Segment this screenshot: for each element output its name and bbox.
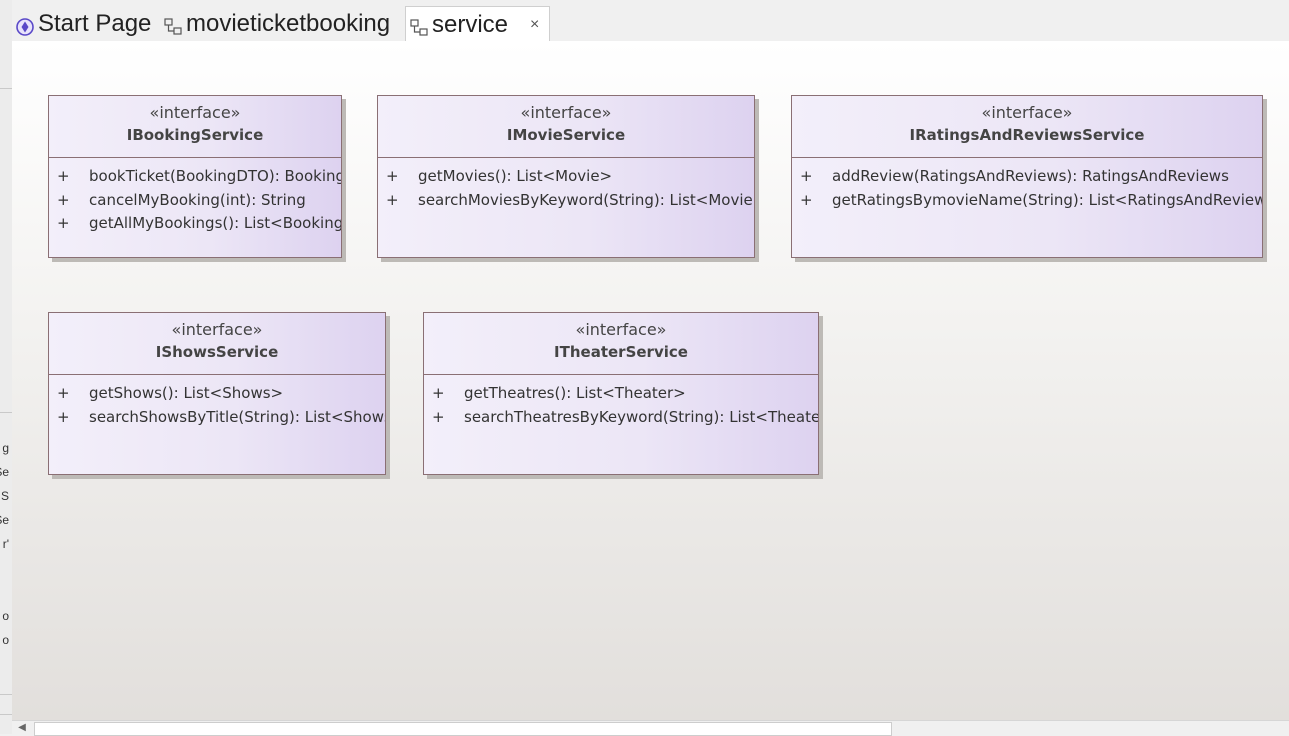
operation-row: + bookTicket(BookingDTO): Booking xyxy=(49,165,341,189)
operation-signature: bookTicket(BookingDTO): Booking xyxy=(89,167,341,185)
left-panel-text: o xyxy=(2,633,9,647)
operations-compartment: + getShows(): List<Shows> + searchShowsByT… xyxy=(49,375,385,429)
interface-ishowsservice[interactable]: «interface» IShowsService + getShows(): L… xyxy=(48,312,386,475)
operation-row: + searchTheatresByKeyword(String): List<T… xyxy=(424,406,818,430)
operation-signature: cancelMyBooking(int): String xyxy=(89,190,306,209)
operation-signature: searchShowsByTitle(String): List<Shows> xyxy=(89,407,385,426)
operations-compartment: + getMovies(): List<Movie> + searchMoviesB… xyxy=(378,158,754,212)
operation-row: + getRatingsBymovieName(String): List<Rat… xyxy=(792,189,1262,213)
tab-service[interactable]: service × xyxy=(405,6,551,42)
stereotype-label: «interface» xyxy=(520,103,612,122)
visibility-marker: + xyxy=(57,384,70,402)
interface-iratingsandreviewsservice[interactable]: «interface» IRatingsAndReviewsService + a… xyxy=(791,95,1263,258)
stereotype-label: «interface» xyxy=(149,103,241,122)
stereotype-label: «interface» xyxy=(575,320,667,339)
operation-signature: getAllMyBookings(): List<Booking> xyxy=(89,214,341,232)
operation-signature: searchMoviesByKeyword(String): List<Movi… xyxy=(418,190,754,209)
diagram-canvas[interactable]: «interface» IBookingService + bookTicket(… xyxy=(12,41,1289,720)
class-header: «interface» IMovieService xyxy=(378,96,754,158)
operation-signature: getRatingsBymovieName(String): List<Rati… xyxy=(832,190,1262,209)
left-panel-text: Se xyxy=(0,513,9,527)
stereotype-label: «interface» xyxy=(981,103,1073,122)
class-header: «interface» IShowsService xyxy=(49,313,385,375)
left-panel-text: S xyxy=(0,489,9,503)
tab-label: Start Page xyxy=(38,9,152,37)
operation-signature: getTheatres(): List<Theater> xyxy=(464,384,686,402)
visibility-marker: + xyxy=(57,407,70,426)
close-icon[interactable]: × xyxy=(530,15,540,33)
class-header: «interface» IBookingService xyxy=(49,96,341,158)
operation-row: + getMovies(): List<Movie> xyxy=(378,165,754,189)
visibility-marker: + xyxy=(57,214,70,232)
tab-movieticketbooking[interactable]: movieticketbooking xyxy=(164,7,390,40)
operation-signature: searchTheatresByKeyword(String): List<Th… xyxy=(464,407,818,426)
class-header: «interface» ITheaterService xyxy=(424,313,818,375)
visibility-marker: + xyxy=(432,384,445,402)
interface-itheaterservice[interactable]: «interface» ITheaterService + getTheatres… xyxy=(423,312,819,475)
class-name: IRatingsAndReviewsService xyxy=(909,126,1145,144)
tab-label: service xyxy=(432,10,509,38)
operation-row: + searchMoviesByKeyword(String): List<Mov… xyxy=(378,189,754,213)
class-name: IShowsService xyxy=(155,343,279,361)
operation-row: + cancelMyBooking(int): String xyxy=(49,189,341,213)
visibility-marker: + xyxy=(386,167,399,185)
operation-row: + addReview(RatingsAndReviews): RatingsAn… xyxy=(792,165,1262,189)
scroll-left-arrow-icon[interactable]: ◀ xyxy=(18,722,26,733)
operation-signature: getMovies(): List<Movie> xyxy=(418,167,613,185)
class-name: IBookingService xyxy=(126,126,264,144)
operation-signature: addReview(RatingsAndReviews): RatingsAnd… xyxy=(832,167,1229,185)
diagram-icon xyxy=(164,15,182,35)
start-page-icon xyxy=(16,15,34,36)
class-name: IMovieService xyxy=(506,126,626,144)
interface-ibookingservice[interactable]: «interface» IBookingService + bookTicket(… xyxy=(48,95,342,258)
interface-imovieservice[interactable]: «interface» IMovieService + getMovies(): … xyxy=(377,95,755,258)
tab-label: movieticketbooking xyxy=(186,9,391,37)
horizontal-scrollbar[interactable]: ◀ xyxy=(12,720,1289,736)
left-panel-text: r' xyxy=(2,537,9,551)
operation-signature: getShows(): List<Shows> xyxy=(89,384,284,402)
diagram-icon xyxy=(410,16,428,36)
left-panel-text: o xyxy=(2,609,9,623)
class-header: «interface» IRatingsAndReviewsService xyxy=(792,96,1262,158)
operations-compartment: + bookTicket(BookingDTO): Booking + cancel… xyxy=(49,158,341,236)
class-name: ITheaterService xyxy=(554,343,688,361)
left-panel-text: g xyxy=(2,441,9,455)
operations-compartment: + addReview(RatingsAndReviews): RatingsAn… xyxy=(792,158,1262,212)
visibility-marker: + xyxy=(57,167,70,185)
operation-row: + searchShowsByTitle(String): List<Shows> xyxy=(49,406,385,430)
operation-row: + getTheatres(): List<Theater> xyxy=(424,382,818,406)
operation-row: + getShows(): List<Shows> xyxy=(49,382,385,406)
left-panel-text: Se xyxy=(0,465,9,479)
visibility-marker: + xyxy=(432,407,445,426)
operation-row: + getAllMyBookings(): List<Booking> xyxy=(49,212,341,236)
visibility-marker: + xyxy=(800,167,813,185)
tab-start-page[interactable]: Start Page xyxy=(16,7,151,40)
operations-compartment: + getTheatres(): List<Theater> + searchThe… xyxy=(424,375,818,429)
tab-bar: Start Page movieticketbooking service × xyxy=(12,0,1289,42)
stereotype-label: «interface» xyxy=(171,320,263,339)
visibility-marker: + xyxy=(57,190,70,209)
visibility-marker: + xyxy=(386,190,399,209)
visibility-marker: + xyxy=(800,190,813,209)
